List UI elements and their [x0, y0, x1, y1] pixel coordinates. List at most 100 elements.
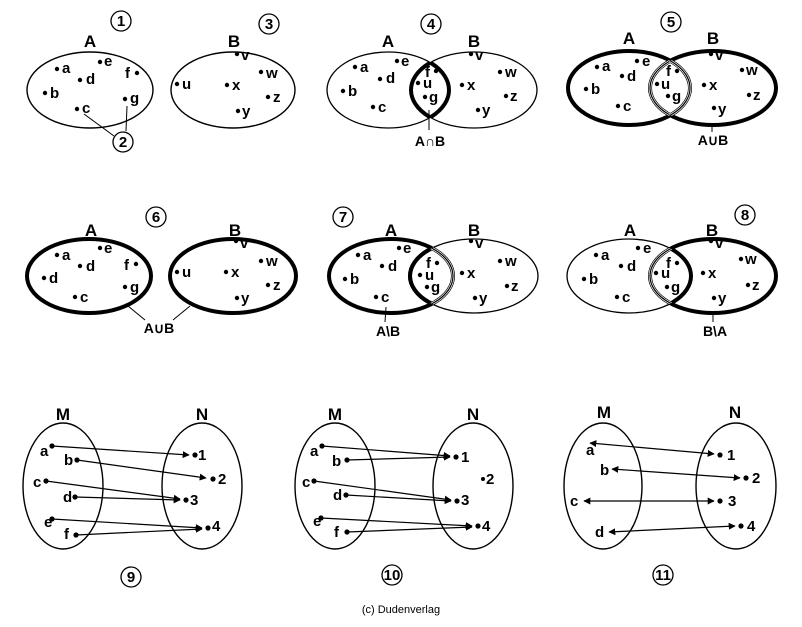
- element-f: f: [666, 255, 672, 272]
- element-a: a: [601, 247, 610, 264]
- element-a: a: [62, 247, 71, 264]
- element-z: z: [511, 278, 519, 295]
- element-1: 1: [198, 447, 206, 464]
- element-a: a: [586, 442, 595, 459]
- set-label-m: M: [56, 405, 70, 424]
- element-v: v: [475, 47, 484, 64]
- element-2: 2: [752, 470, 760, 487]
- element-d: d: [388, 258, 397, 275]
- panel-11-bijection: M N a b c d 1 2 3 4 11: [563, 403, 777, 586]
- element-3: 3: [728, 493, 736, 510]
- panel-number-circle: [110, 10, 132, 32]
- panel-number-4: 4: [427, 16, 436, 33]
- panel-number-8: 8: [741, 207, 749, 224]
- set-label-m: M: [328, 405, 342, 424]
- panel-9-mapping: M N a b c d e f 1 2 3 4 9: [22, 405, 243, 588]
- set-label-b: B: [228, 32, 240, 51]
- element-3: 3: [461, 492, 469, 509]
- set-b-outline: [168, 237, 298, 315]
- set-a-outline: [26, 51, 154, 129]
- element-b: b: [600, 462, 609, 479]
- element-v: v: [240, 235, 249, 252]
- difference-boundary: [408, 239, 453, 313]
- set-label-a: A: [623, 29, 635, 48]
- set-label-n: N: [467, 405, 479, 424]
- element-4: 4: [212, 518, 221, 535]
- caption-a-minus-b: A\B: [376, 323, 400, 339]
- element-c: c: [33, 474, 41, 491]
- set-label-b: B: [468, 221, 480, 240]
- caption-intersection: A∩B: [415, 133, 445, 149]
- element-f: f: [425, 64, 431, 81]
- element-f: f: [125, 65, 131, 82]
- set-label-a: A: [85, 221, 97, 240]
- element-c: c: [82, 100, 90, 117]
- caption-union: A∪B: [698, 132, 728, 148]
- element-u: u: [182, 264, 191, 281]
- element-e: e: [642, 53, 650, 70]
- element-e: e: [403, 240, 411, 257]
- panel-number-circle: [112, 131, 134, 153]
- element-w: w: [265, 65, 278, 82]
- set-m-outline: [294, 422, 376, 550]
- set-a-outline: [25, 237, 153, 315]
- element-e: e: [104, 240, 112, 257]
- panel-number-circle: [660, 11, 682, 33]
- element-w: w: [504, 64, 517, 81]
- element-b: b: [50, 85, 59, 102]
- panel-number-5: 5: [667, 14, 675, 31]
- set-label-n: N: [729, 403, 741, 422]
- element-e: e: [44, 514, 52, 531]
- element-d: d: [86, 71, 95, 88]
- element-u: u: [661, 76, 670, 93]
- set-label-a: A: [382, 32, 394, 51]
- element-g: g: [431, 279, 440, 296]
- element-a: a: [360, 59, 369, 76]
- element-d: d: [49, 270, 58, 287]
- element-c: c: [302, 474, 310, 491]
- set-label-a: A: [84, 32, 96, 51]
- set-label-m: M: [597, 403, 611, 422]
- element-4: 4: [747, 518, 756, 535]
- set-label-a: A: [385, 221, 397, 240]
- element-c: c: [622, 289, 630, 306]
- element-c: c: [80, 289, 88, 306]
- element-b: b: [348, 83, 357, 100]
- element-c: c: [378, 99, 386, 116]
- panel-number-circle: [120, 566, 142, 588]
- set-n-outline: [432, 422, 514, 550]
- panel-1-set-a: 1 A a e d b c f g 2: [26, 10, 154, 153]
- panel-10-mapping: M N a b c d e f 1 2 3 4 10: [294, 405, 514, 586]
- set-m-outline: [22, 422, 104, 550]
- element-w: w: [504, 253, 517, 270]
- panel-5-union: 5 A B a e d b c f u g v x w z y A∪B: [566, 11, 778, 148]
- element-b: b: [591, 81, 600, 98]
- element-b: b: [589, 271, 598, 288]
- panel-number-circle: [332, 206, 354, 228]
- element-x: x: [467, 265, 476, 282]
- element-v: v: [241, 47, 250, 64]
- element-z: z: [752, 277, 760, 294]
- element-w: w: [745, 62, 758, 79]
- panel-number-3: 3: [265, 16, 273, 33]
- element-a: a: [40, 443, 49, 460]
- element-x: x: [709, 77, 718, 94]
- intersection-highlight: [409, 52, 449, 128]
- element-w: w: [744, 251, 757, 268]
- element-d: d: [627, 68, 636, 85]
- element-d: d: [63, 489, 72, 506]
- element-y: y: [718, 290, 727, 307]
- set-label-b: B: [706, 221, 718, 240]
- element-y: y: [482, 102, 491, 119]
- element-d: d: [627, 258, 636, 275]
- element-e: e: [313, 513, 321, 530]
- element-v: v: [715, 235, 724, 252]
- element-1: 1: [461, 449, 469, 466]
- element-b: b: [64, 452, 73, 469]
- element-f: f: [666, 63, 672, 80]
- panel-number-circle: [652, 564, 674, 586]
- element-u: u: [182, 76, 191, 93]
- element-d: d: [595, 524, 604, 541]
- panel-8-b-minus-a: 8 A B a e d b c f u g v x w z y B\A: [566, 204, 778, 339]
- panel-number-10: 10: [384, 567, 401, 584]
